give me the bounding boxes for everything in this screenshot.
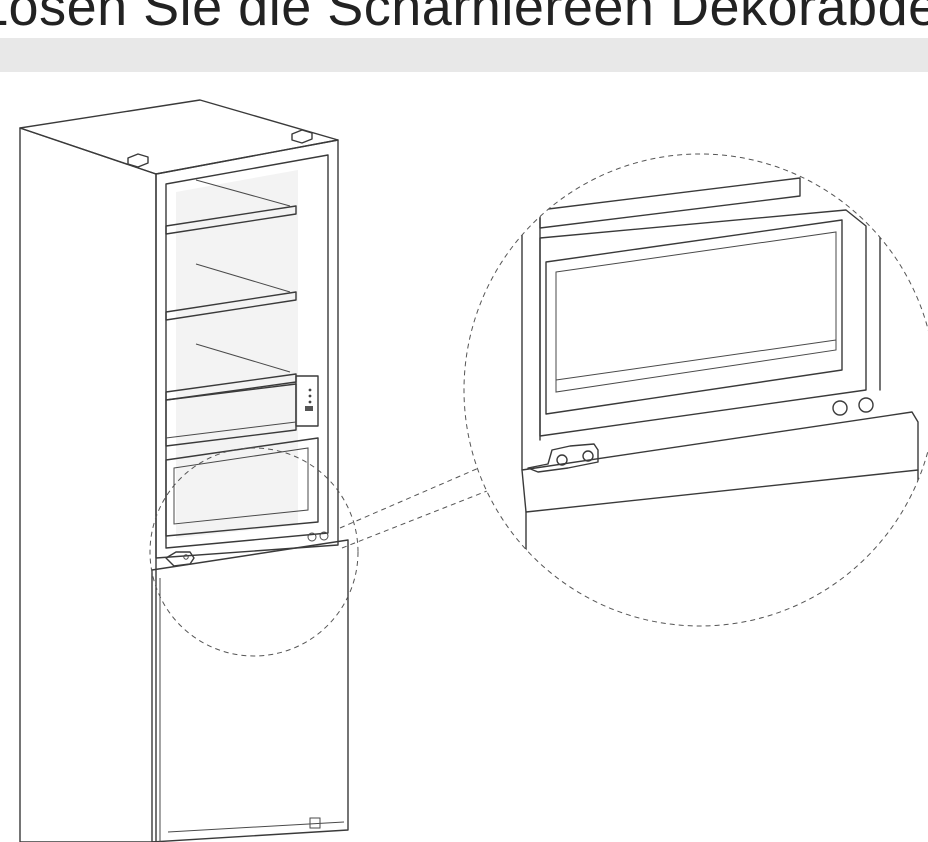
- magnifier-small-circle: [149, 447, 359, 657]
- shelf-1: [165, 205, 297, 235]
- header-band: [0, 38, 928, 72]
- cabinet-side: [19, 127, 157, 842]
- cabinet-back-wall: [176, 170, 298, 538]
- magnifier-large-circle: [463, 153, 928, 627]
- lower-hinge-screw: [183, 554, 189, 560]
- cabinet-top: [19, 99, 339, 175]
- detail-drawer-front: [545, 219, 843, 415]
- control-dot-1: [308, 388, 312, 392]
- upper-drawer-edge: [165, 421, 297, 439]
- top-hinge-right: [291, 129, 313, 144]
- magnifier-leader-top: [339, 463, 489, 529]
- detail-drawer-lip: [555, 339, 837, 381]
- detail-hinge-screw-2: [582, 450, 594, 462]
- screw-right: [319, 531, 329, 541]
- detail-view: [464, 154, 928, 626]
- page-title: Lösen Sie die Scharniereen Dekorabdeckun…: [0, 0, 928, 40]
- freezer-door-panel: [151, 539, 349, 842]
- freezer-door: [151, 539, 349, 842]
- cabinet-front-frame: [155, 139, 339, 559]
- detail-interior: [539, 209, 867, 437]
- detail-hinge-screw-1: [556, 454, 568, 466]
- control-dot-2: [308, 394, 312, 398]
- detail-hinge: [527, 443, 599, 473]
- upper-drawer: [165, 383, 297, 447]
- crisper-drawer-front: [165, 437, 319, 537]
- detail-screw-right: [858, 397, 874, 413]
- control-panel: [295, 375, 319, 427]
- shelf-1-rail: [195, 179, 291, 207]
- magnifier-leader-bottom: [341, 477, 521, 549]
- screw-left: [307, 532, 317, 542]
- shelf-2-rail: [195, 263, 291, 293]
- crisper-drawer: [165, 437, 329, 542]
- control-panel-box: [295, 375, 319, 427]
- page-title-text: Lösen Sie die Scharniereen Dekorabdeckun…: [0, 0, 928, 37]
- control-display: [305, 406, 313, 411]
- crisper-drawer-inner: [173, 447, 309, 525]
- shelf-2: [165, 291, 297, 321]
- fridge-cabinet: [19, 99, 339, 842]
- upper-drawer-front: [165, 383, 297, 447]
- detail-screw-left: [832, 400, 848, 416]
- control-dot-3: [308, 400, 312, 404]
- top-hinge-left: [127, 153, 149, 168]
- detail-front-rail: [521, 411, 919, 513]
- shelf-3-rail: [195, 343, 291, 373]
- detail-drawer-inner: [555, 231, 837, 393]
- foot-right: [309, 817, 321, 829]
- freezer-door-bottom: [167, 821, 345, 833]
